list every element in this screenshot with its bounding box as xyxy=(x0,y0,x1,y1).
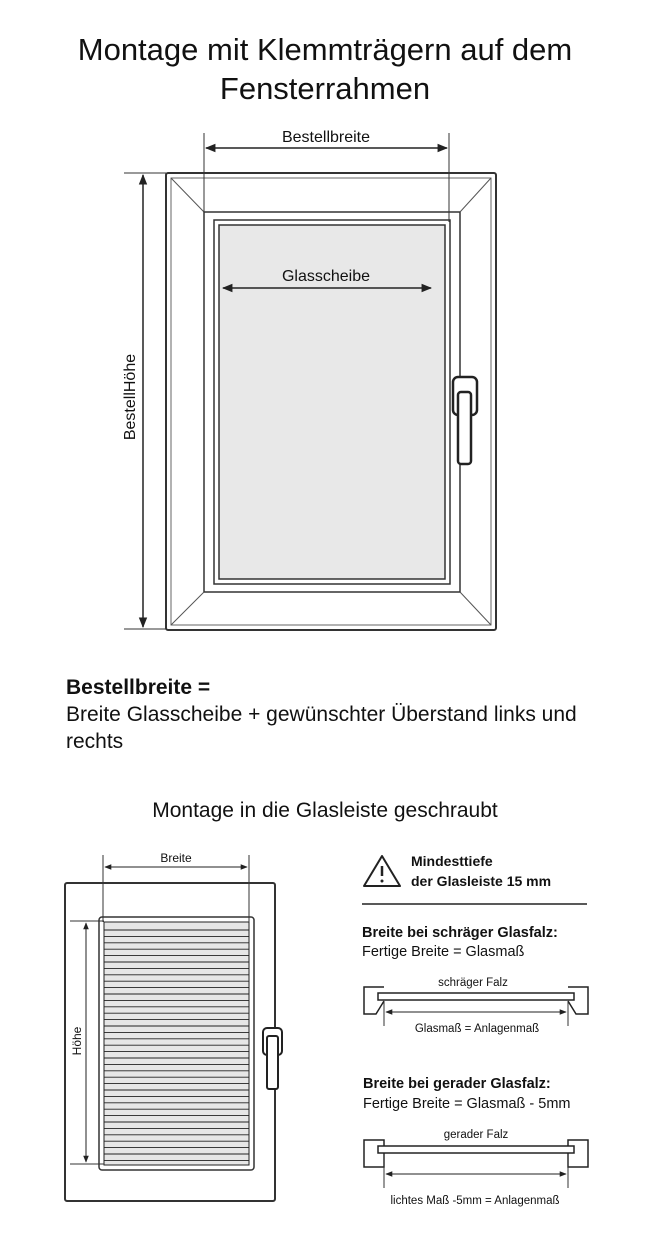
warning-line-2: der Glasleiste 15 mm xyxy=(411,873,551,889)
window-handle-icon xyxy=(451,375,479,466)
warning-line-1: Mindesttiefe xyxy=(411,853,493,869)
height-dimension: Höhe xyxy=(70,920,104,1165)
order-width-label: Bestellbreite xyxy=(282,129,370,146)
height-label: Höhe xyxy=(70,1026,84,1055)
bottom-window xyxy=(64,882,283,1202)
straight-rebate-diagram: gerader Falz lichtes Maß -5mm = Anlagenm… xyxy=(363,1129,589,1207)
slanted-heading: Breite bei schräger Glasfalz: xyxy=(362,925,558,941)
slanted-text: Fertige Breite = Glasmaß xyxy=(362,944,525,960)
order-height-label: BestellHöhe xyxy=(122,354,139,440)
straight-heading: Breite bei gerader Glasfalz: xyxy=(363,1076,551,1092)
blind-slats xyxy=(104,929,249,1161)
warning-triangle-icon xyxy=(363,855,401,887)
width-dimension: Breite xyxy=(102,851,250,922)
top-window xyxy=(165,172,497,631)
straight-text: Fertige Breite = Glasmaß - 5mm xyxy=(363,1096,570,1112)
section-subtitle: Montage in die Glasleiste geschraubt xyxy=(152,799,498,822)
straight-diagram-label: gerader Falz xyxy=(444,1129,509,1141)
order-width-formula: Bestellbreite = Breite Glasscheibe + gew… xyxy=(66,674,626,755)
straight-measure-label: lichtes Maß -5mm = Anlagenmaß xyxy=(390,1195,559,1207)
order-height-dimension: BestellHöhe xyxy=(122,172,166,630)
page-title: Montage mit Klemmträgern auf dem Fenster… xyxy=(77,32,573,106)
slanted-diagram-label: schräger Falz xyxy=(438,977,508,989)
window-handle-icon xyxy=(262,1027,283,1090)
formula-heading: Bestellbreite = xyxy=(66,676,211,699)
slanted-measure-label: Glasmaß = Anlagenmaß xyxy=(415,1023,539,1035)
pleated-blind xyxy=(103,921,250,1166)
glass-dimension: Glasscheibe xyxy=(221,268,433,293)
glass-label: Glasscheibe xyxy=(282,268,370,285)
order-width-dimension: Bestellbreite xyxy=(203,129,450,222)
slanted-rebate-diagram: schräger Falz Glasmaß = Anlagenmaß xyxy=(363,977,589,1035)
formula-text: Breite Glasscheibe + gewünschter Übersta… xyxy=(66,703,577,753)
width-label: Breite xyxy=(160,851,192,865)
